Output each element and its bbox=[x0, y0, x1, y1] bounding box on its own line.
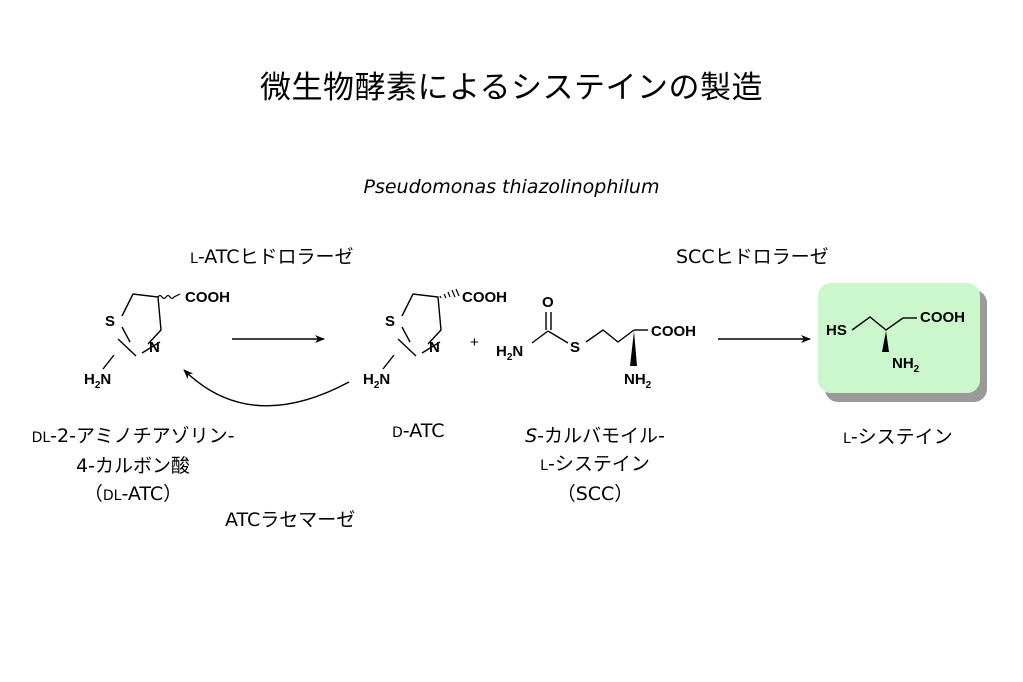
l-cysteine-structure: HS COOH NH2 bbox=[826, 309, 965, 375]
compound-label-d-atc: D-ATC bbox=[392, 420, 445, 442]
cysteine-nh2: NH2 bbox=[892, 355, 920, 375]
compound-label-dl-atc: DL-2-アミノチアゾリン- 4-カルボン酸 （DL-ATC） bbox=[18, 422, 248, 510]
d-atc-structure: S N COOH H2N bbox=[363, 288, 507, 391]
dl-atc-n-atom: N bbox=[149, 339, 160, 356]
page-title: 微生物酵素によるシステインの製造 bbox=[259, 70, 764, 106]
scc-line1: S-カルバモイル- bbox=[525, 425, 665, 447]
dl-atc-structure: S N COOH H2N bbox=[84, 289, 230, 391]
highlight-box bbox=[818, 283, 980, 393]
scc-h2n: H2N bbox=[496, 343, 523, 363]
enzyme-label-scc-hydrolase: SCCヒドロラーゼ bbox=[676, 246, 829, 268]
dl-atc-cooh: COOH bbox=[185, 289, 230, 306]
d-atc-s-atom: S bbox=[385, 313, 395, 330]
scc-cooh: COOH bbox=[651, 323, 696, 340]
dl-atc-nh2: H2N bbox=[84, 371, 111, 391]
enzyme-label-atc-hydrolase: L-ATCヒドロラーゼ bbox=[190, 246, 354, 268]
scc-line3: （SCC） bbox=[556, 483, 634, 505]
d-atc-cooh: COOH bbox=[462, 289, 507, 306]
organism-name: Pseudomonas thiazolinophilum bbox=[363, 176, 660, 198]
compound-label-l-cysteine: L-システイン bbox=[843, 426, 953, 448]
scc-o-atom: O bbox=[542, 294, 554, 311]
cysteine-hs: HS bbox=[826, 322, 847, 339]
dl-atc-line2: 4-カルボン酸 bbox=[76, 455, 190, 477]
racemase-arrow bbox=[183, 369, 350, 407]
d-atc-nh2: H2N bbox=[363, 371, 390, 391]
scc-s-atom: S bbox=[570, 339, 580, 356]
plus-sign: + bbox=[470, 334, 479, 351]
scc-line2: L-システイン bbox=[540, 453, 650, 475]
cysteine-cooh: COOH bbox=[920, 309, 965, 326]
dl-atc-line1: DL-2-アミノチアゾリン- bbox=[31, 425, 235, 447]
dl-atc-s-atom: S bbox=[105, 313, 115, 330]
scc-nh2: NH2 bbox=[624, 371, 652, 391]
dl-atc-line3: （DL-ATC） bbox=[83, 483, 183, 505]
compound-label-scc: S-カルバモイル- L-システイン （SCC） bbox=[500, 422, 690, 508]
d-atc-n-atom: N bbox=[429, 339, 440, 356]
enzyme-label-atc-racemase: ATCラセマーゼ bbox=[225, 509, 356, 531]
scc-structure: O H2N S COOH NH2 bbox=[496, 294, 696, 391]
